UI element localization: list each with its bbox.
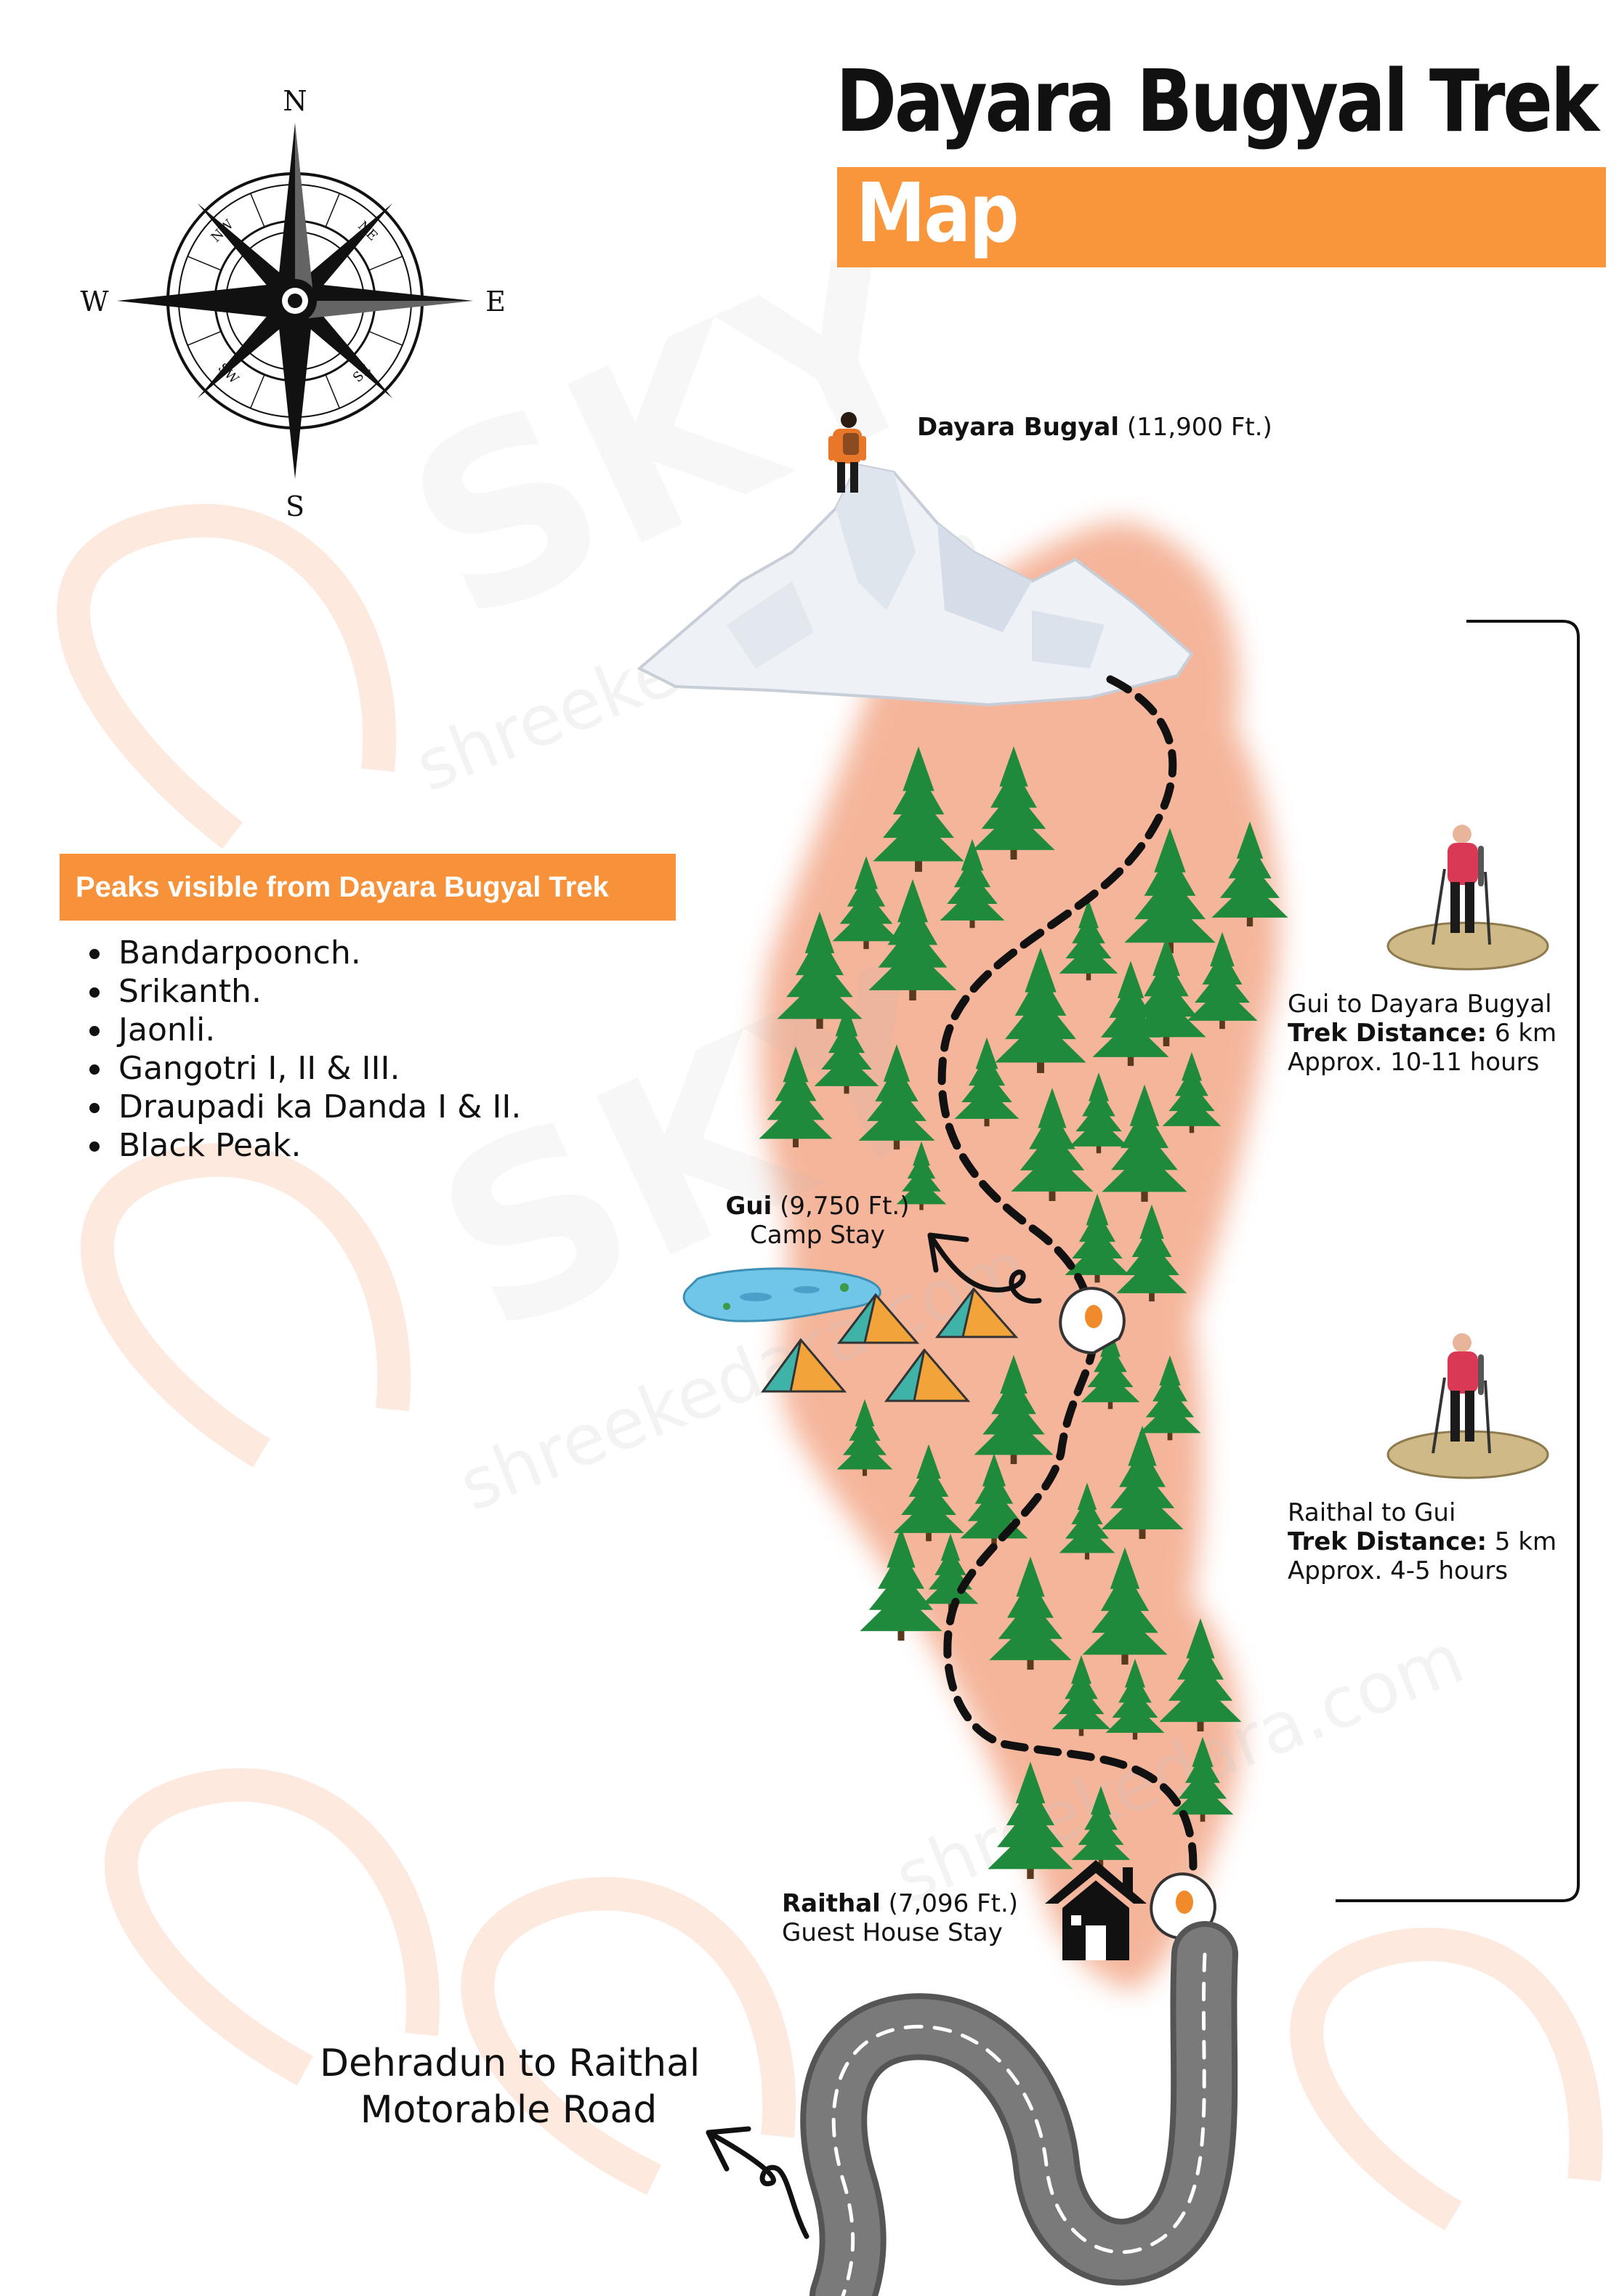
pine-tree-icon (974, 1354, 1054, 1465)
raithal-altitude: (7,096 Ft.) (888, 1889, 1019, 1918)
leg-distance: 5 km (1494, 1527, 1557, 1556)
pine-tree-icon (954, 1037, 1020, 1127)
pine-tree-icon (1139, 1355, 1201, 1441)
leg-distance-label: Trek Distance: (1288, 1019, 1487, 1048)
peaks-list: Bandarpoonch. Srikanth. Jaonli. Gangotri… (84, 934, 521, 1165)
leg-distance-label: Trek Distance: (1288, 1527, 1487, 1556)
heart-watermark (57, 504, 1603, 2231)
pine-tree-icon (814, 1004, 879, 1094)
road-label: Dehradun to Raithal Motorable Road (320, 2040, 701, 2133)
page-title: Dayara Bugyal Trek (836, 51, 1599, 151)
pine-tree-icon (1065, 1193, 1130, 1283)
pine-tree-icon (1105, 1659, 1165, 1740)
pine-tree-icon (1051, 1655, 1111, 1737)
peak-item: Black Peak. (84, 1126, 521, 1165)
pine-tree-icon (988, 1761, 1073, 1879)
compass-north-label: N (283, 85, 307, 117)
trekker-icon-2 (1386, 1333, 1549, 1479)
pine-tree-icon (1011, 1088, 1094, 1201)
pine-tree-icon (1124, 828, 1216, 953)
gui-stay: Camp Stay (750, 1221, 885, 1250)
tent-icon-2 (934, 1287, 1019, 1338)
pine-tree-icon (860, 1527, 942, 1641)
tent-icon-4 (884, 1348, 971, 1402)
pine-tree-icon (873, 746, 964, 872)
dayara-altitude: (11,900 Ft.) (1126, 413, 1272, 442)
peak-item: Jaonli. (84, 1011, 521, 1049)
pine-tree-icon (1071, 1786, 1131, 1867)
pine-tree-icon (1187, 931, 1258, 1030)
leg-time: Approx. 10-11 hours (1288, 1048, 1540, 1077)
pine-tree-icon (989, 1556, 1072, 1670)
tent-icon-3 (761, 1338, 847, 1393)
pine-tree-icon (1116, 1204, 1187, 1302)
leg-distance: 6 km (1494, 1019, 1557, 1048)
trekker-icon-1 (1386, 825, 1549, 971)
peaks-heading: Peaks visible from Dayara Bugyal Trek (60, 854, 676, 921)
leg-route: Gui to Dayara Bugyal (1288, 990, 1552, 1019)
pine-tree-icon (1211, 821, 1288, 927)
raithal-stay: Guest House Stay (782, 1918, 1003, 1947)
forest (759, 746, 1288, 1879)
pine-tree-icon (1102, 1084, 1187, 1202)
pine-tree-icon (1059, 900, 1118, 981)
pine-tree-icon (759, 1046, 833, 1148)
pine-tree-icon (972, 746, 1055, 860)
pine-tree-icon (960, 1453, 1028, 1547)
road-label-line2: Motorable Road (360, 2088, 658, 2132)
compass-rose-icon: N S E W NE NW SE SW (80, 85, 506, 519)
pine-tree-icon (995, 947, 1086, 1073)
pine-tree-icon (836, 1399, 893, 1476)
motorable-road (800, 1921, 1238, 2296)
pine-tree-icon (940, 838, 1005, 929)
pine-tree-icon (1159, 1618, 1242, 1731)
guest-house-icon (1045, 1860, 1147, 1960)
pine-tree-icon (1059, 1482, 1115, 1560)
pine-tree-icon (1092, 961, 1169, 1067)
summit-hiker-icon (828, 412, 866, 493)
compass-east-label: E (485, 286, 506, 318)
pine-tree-icon (1069, 1072, 1129, 1154)
pine-tree-icon (1082, 1547, 1168, 1665)
gui-name: Gui (725, 1192, 772, 1221)
page-subtitle: Map (856, 166, 1020, 261)
pine-tree-icon (777, 911, 863, 1029)
gui-arrow-icon (927, 1232, 1042, 1304)
pine-tree-icon (858, 1044, 935, 1150)
tent-icon-1 (836, 1293, 920, 1344)
pine-tree-icon (1101, 1426, 1184, 1539)
pine-tree-icon (1162, 1052, 1222, 1133)
pine-tree-icon (1081, 1328, 1140, 1410)
peak-item: Bandarpoonch. (84, 934, 521, 972)
snow-mountain-icon (637, 463, 1194, 707)
dayara-label: Dayara Bugyal (11,900 Ft.) (917, 413, 1272, 442)
road-label-line1: Dehradun to Raithal (320, 2042, 701, 2085)
pine-tree-icon (893, 1444, 964, 1542)
gui-altitude: (9,750 Ft.) (780, 1192, 910, 1221)
lake-icon (682, 1267, 881, 1322)
peak-item: Srikanth. (84, 972, 521, 1011)
pine-tree-icon (832, 856, 900, 950)
title-bar (837, 167, 1606, 267)
peak-item: Gangotri I, II & III. (84, 1049, 521, 1088)
leg-route: Raithal to Gui (1288, 1498, 1456, 1527)
peak-item: Draupadi ka Danda I & II. (84, 1088, 521, 1126)
compass-west-label: W (80, 286, 108, 318)
gui-location-pin-icon (1059, 1287, 1126, 1355)
dayara-name: Dayara Bugyal (917, 413, 1119, 442)
leg-gui-dayara: Gui to Dayara Bugyal Trek Distance: 6 km… (1288, 990, 1557, 1077)
raithal-label: Raithal (7,096 Ft.) Guest House Stay (782, 1889, 1018, 1947)
leg-time: Approx. 4-5 hours (1288, 1556, 1509, 1585)
gui-label: Gui (9,750 Ft.) Camp Stay (719, 1192, 916, 1250)
pine-tree-icon (868, 879, 957, 1001)
pine-tree-icon (896, 1141, 947, 1210)
leg-raithal-gui: Raithal to Gui Trek Distance: 5 km Appro… (1288, 1498, 1557, 1585)
pine-tree-icon (1171, 1737, 1234, 1822)
raithal-name: Raithal (782, 1889, 881, 1918)
compass-south-label: S (286, 490, 304, 519)
legs-bracket (1336, 620, 1580, 1902)
road-arrow-icon (706, 2126, 810, 2239)
